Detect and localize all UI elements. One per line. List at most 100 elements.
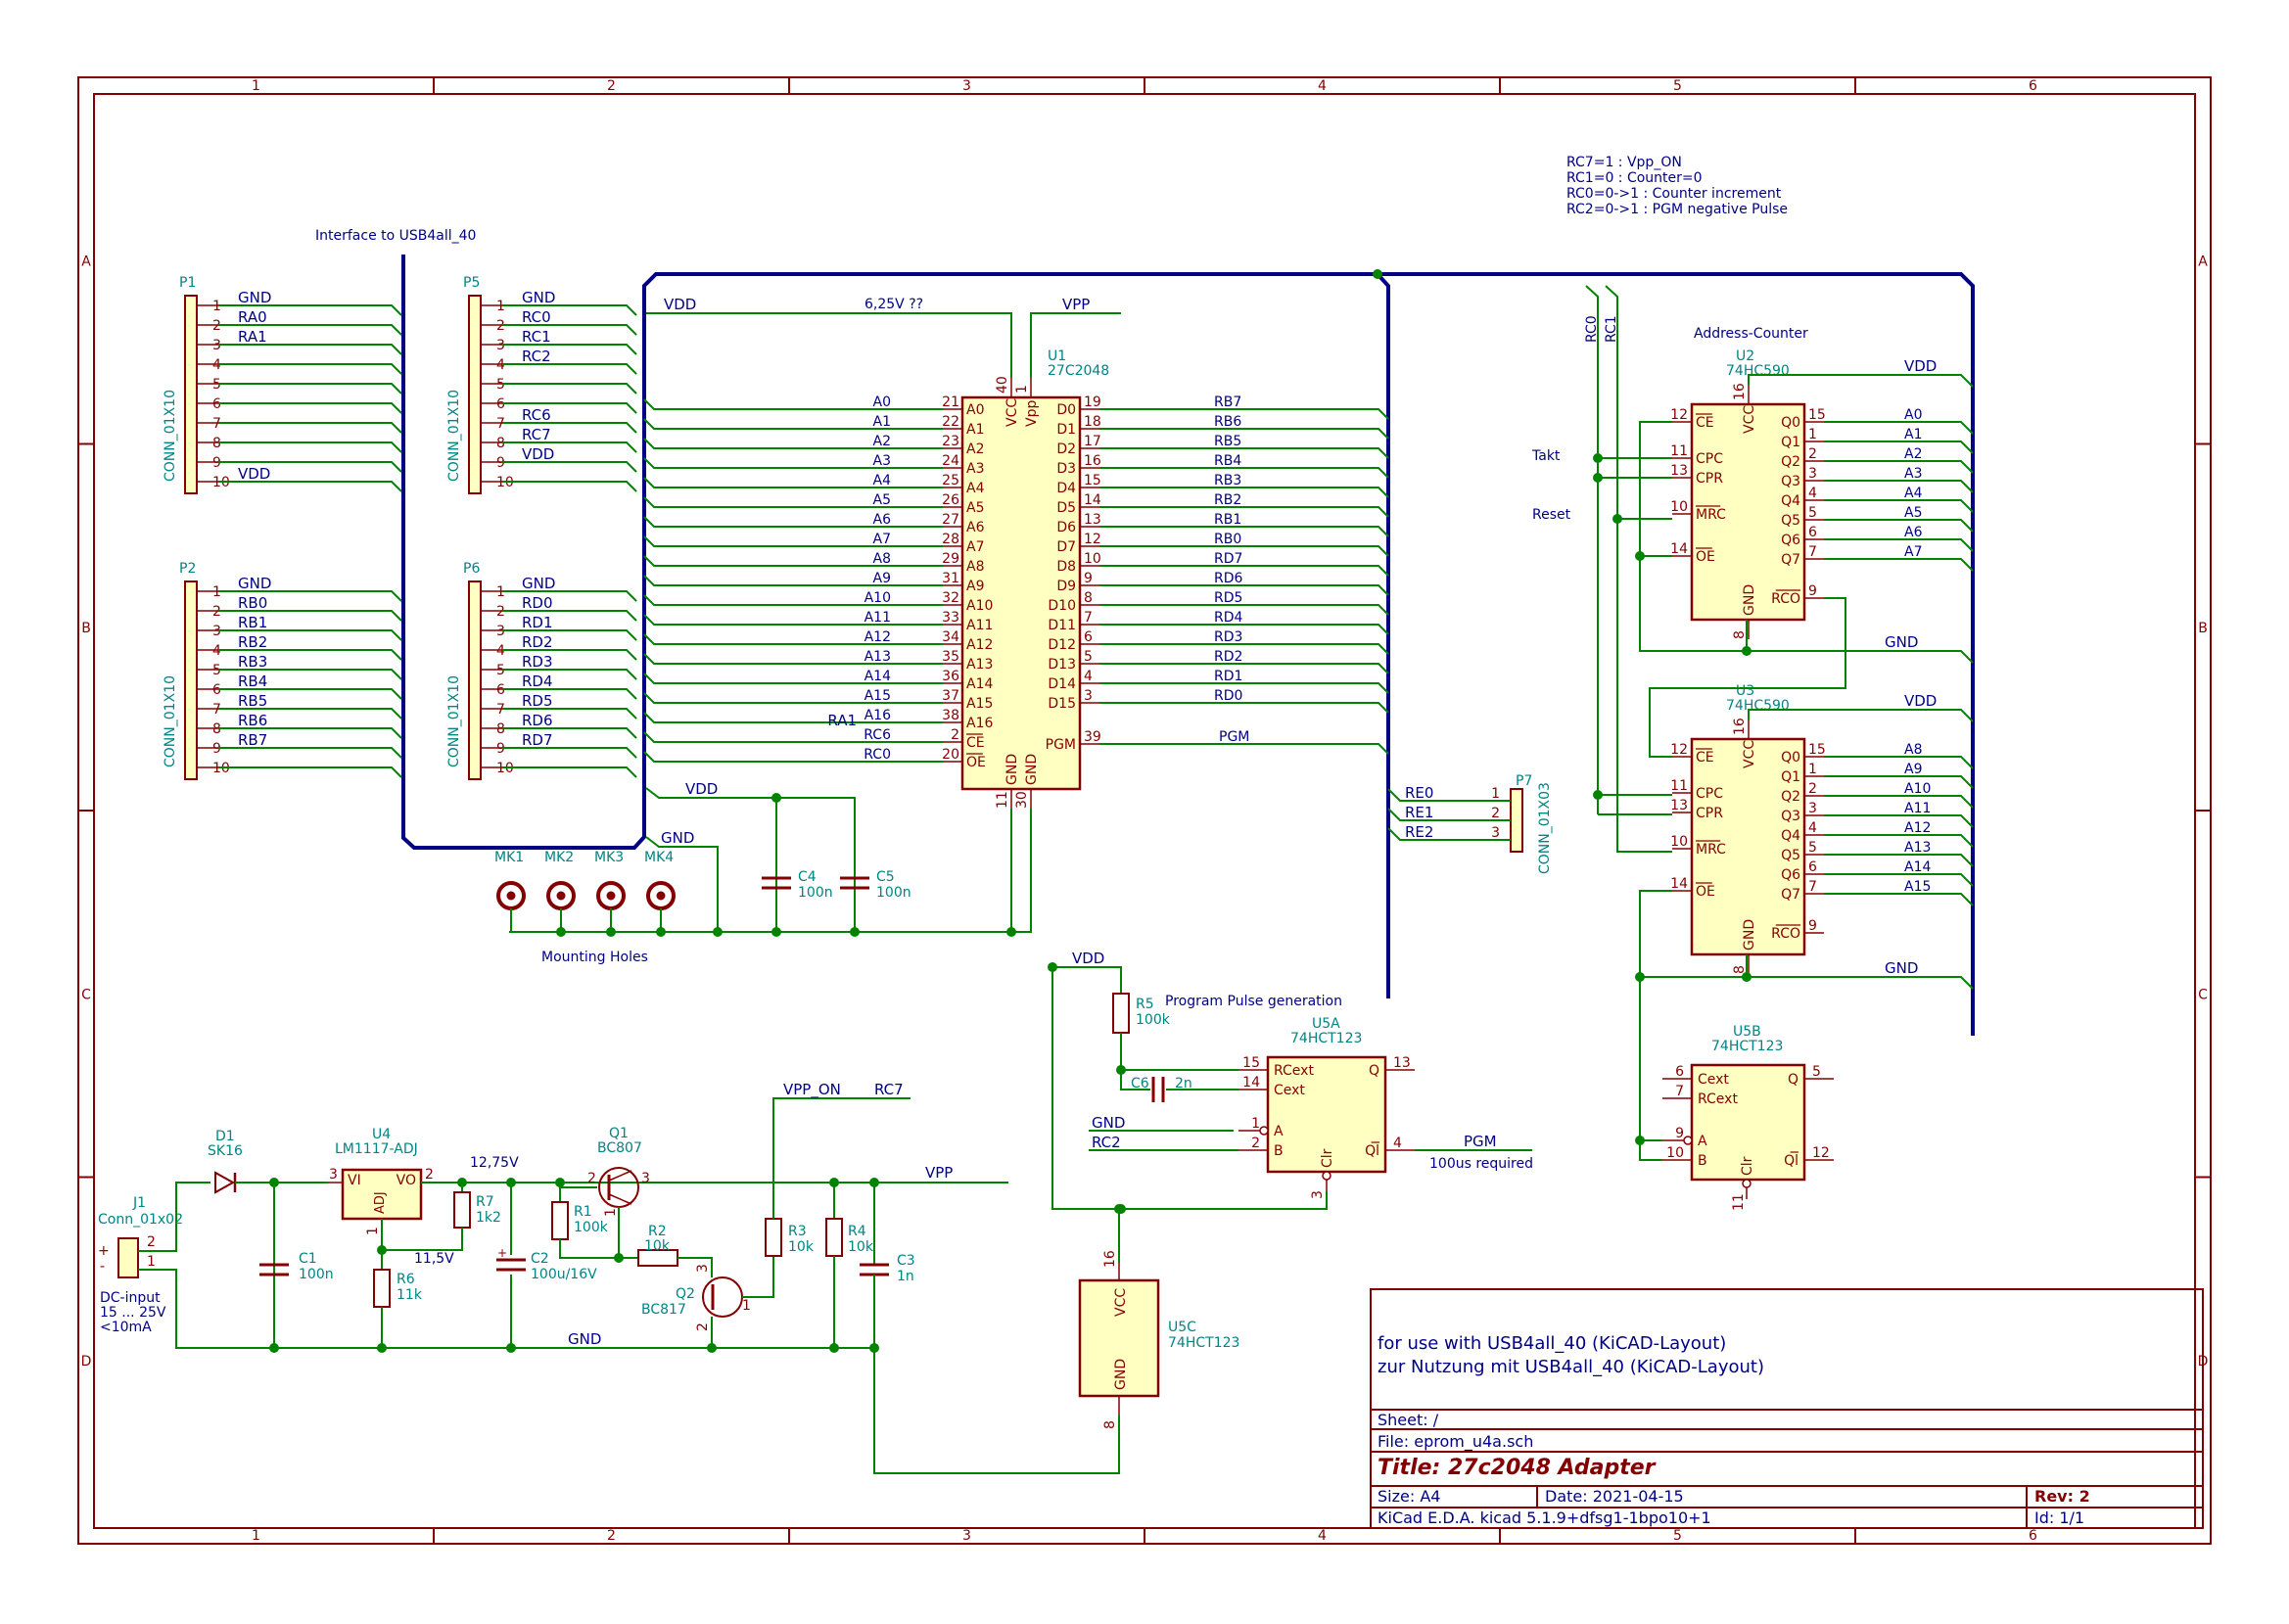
pin-number: 10: [1670, 834, 1688, 850]
pin-number: 2: [1251, 1136, 1260, 1151]
net-wire: [1099, 506, 1389, 518]
pin-number: 1: [603, 1208, 619, 1217]
pin-number: 31: [942, 571, 959, 586]
net-wire: [502, 461, 637, 473]
polarity-minus: -: [100, 1259, 105, 1275]
pin-number: 7: [212, 416, 221, 432]
pin-number: 10: [1084, 551, 1101, 567]
mounting-hole-inner: [656, 891, 666, 901]
monoflop-u5c: U5C74HCT12316VCC8GNDJ1Conn_01x02+-21GNDD…: [98, 1081, 2204, 1529]
pin-number: 1: [496, 299, 505, 314]
pin-name: Q1: [1781, 769, 1800, 785]
pin-number: 2: [147, 1234, 156, 1250]
pin-number: 5: [1808, 505, 1817, 521]
pin-number: 3: [212, 624, 221, 639]
pin-number: 5: [1812, 1064, 1821, 1080]
net-label: RC6: [864, 727, 891, 743]
net-wire: [643, 575, 943, 586]
junction-dot: [1635, 551, 1645, 561]
pin-name: A9: [966, 579, 984, 594]
junction-dot: [1114, 1204, 1124, 1214]
pin-number: 2: [695, 1322, 711, 1331]
net-wire: [643, 438, 943, 449]
net-label: A4: [873, 473, 892, 488]
net-label-ra1: RA1: [827, 712, 857, 729]
net-wire: [218, 402, 402, 414]
mounting-hole-inner: [506, 891, 516, 901]
pulse-req-note: 100us required: [1429, 1156, 1533, 1172]
net-label: RC0: [864, 747, 891, 763]
net-wire: [1099, 624, 1389, 635]
adj-voltage-note: 11,5V: [414, 1251, 454, 1267]
junction-dot: [771, 793, 781, 803]
net-wire: [1824, 480, 1974, 493]
wire: [1585, 285, 1672, 796]
net-wire: [1824, 814, 1974, 828]
net-wire: [1824, 499, 1974, 513]
net-label: A2: [873, 434, 891, 449]
pin-number: 4: [496, 357, 505, 373]
net-label: PGM: [1219, 729, 1249, 745]
pin-number: 8: [1084, 590, 1093, 606]
polarity-plus: +: [497, 1246, 507, 1260]
net-wire: [1099, 487, 1389, 498]
pin-name: RCext: [1274, 1063, 1314, 1079]
connector-body: [184, 580, 198, 780]
net-wire: [502, 669, 637, 680]
net-label: A0: [1904, 407, 1922, 423]
net-wire: [502, 649, 637, 661]
pin-number: 5: [1084, 649, 1093, 665]
net-label: GND: [522, 289, 555, 306]
net-wire: [1824, 558, 1974, 572]
title-block: for use with USB4all_40 (KiCAD-Layout)zu…: [1370, 1288, 2204, 1529]
net-label: RD0: [1214, 688, 1242, 704]
part-value: LM1117-ADJ: [335, 1141, 418, 1157]
bus-right: [1378, 272, 1975, 1036]
net-label: VDD: [238, 465, 270, 483]
net-wire: [1824, 893, 1974, 906]
pin-name: D11: [1048, 618, 1076, 633]
border-col-label: 2: [607, 78, 616, 94]
wire: [1639, 421, 1747, 652]
border-col-label: 6: [2029, 78, 2037, 94]
part-ref: U2: [1736, 348, 1754, 364]
control-note: RC2=0->1 : PGM negative Pulse: [1566, 202, 1788, 217]
control-note: RC0=0->1 : Counter increment: [1566, 186, 1782, 202]
net-wire: [1099, 526, 1389, 537]
pin-name: GND: [1113, 1359, 1129, 1390]
net-label: RD3: [522, 653, 553, 671]
pin-name: A0: [966, 402, 984, 418]
pin-number: 7: [1808, 879, 1817, 895]
pin-number: 3: [1491, 825, 1500, 841]
pin-name: Vpp: [1024, 400, 1040, 427]
pin-number: 3: [695, 1264, 711, 1273]
pin-number: 10: [1666, 1145, 1684, 1161]
resistor-r3: [765, 1218, 782, 1257]
pin-number: 40: [995, 376, 1010, 394]
mounting-hole-inner: [556, 891, 566, 901]
pin-number: 33: [942, 610, 959, 626]
net-wire: [1099, 682, 1389, 694]
net-label: RD7: [522, 731, 553, 749]
connector-body: [184, 295, 198, 494]
net-wire: [1099, 447, 1389, 459]
mounting-holes-note: Mounting Holes: [541, 950, 648, 965]
net-wire: [502, 590, 637, 602]
part-value: 10k: [788, 1239, 815, 1255]
pin-name: OE: [1696, 549, 1715, 565]
part-value: 1k2: [476, 1210, 501, 1226]
border-col-label: 4: [1318, 78, 1327, 94]
net-wire: [1099, 663, 1389, 674]
part-ref: R6: [397, 1272, 415, 1287]
pin-number: 1: [212, 584, 221, 600]
pin-number: 9: [496, 741, 505, 757]
interface-note: Interface to USB4all_40: [315, 228, 476, 244]
wire: [1120, 1033, 1238, 1071]
mounting-hole-ref: MK3: [594, 850, 624, 865]
net-label: VPP: [925, 1164, 953, 1182]
pin-name: Q7: [1781, 887, 1800, 903]
pin-number: 5: [496, 663, 505, 678]
pin-number: 12: [1670, 742, 1688, 758]
title-size: Size: A4: [1378, 1487, 1440, 1506]
